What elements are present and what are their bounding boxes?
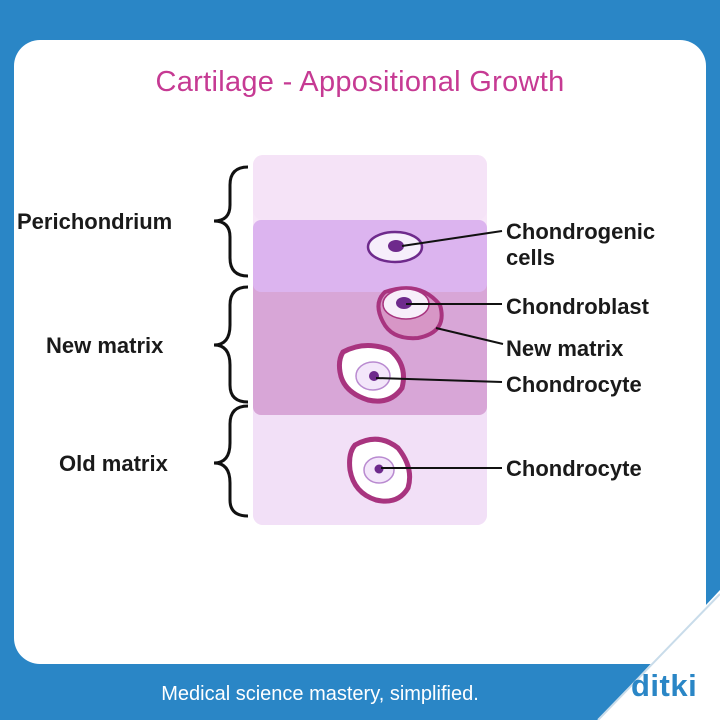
label-chondrocyte-1: Chondrocyte — [506, 372, 642, 397]
label-new-matrix-right: New matrix — [506, 336, 624, 361]
old-matrix-brace — [213, 404, 249, 518]
label-chondroblast: Chondroblast — [506, 294, 649, 319]
chondrocyte-1-nucleus — [369, 371, 379, 381]
perichondrium-brace — [213, 165, 249, 278]
label-chondrogenic-line1: Chondrogenic — [506, 219, 656, 244]
footer-tagline: Medical science mastery, simplified. — [161, 683, 479, 705]
top-lip — [253, 155, 487, 220]
ditki-logo[interactable]: ditki — [631, 668, 698, 703]
perichondrium-band — [253, 220, 487, 292]
label-perichondrium: Perichondrium — [17, 209, 173, 234]
label-old-matrix: Old matrix — [59, 451, 168, 476]
new-matrix-brace — [213, 285, 249, 404]
label-chondrocyte-2: Chondrocyte — [506, 456, 642, 481]
chondrocyte-1-leader — [375, 377, 503, 383]
new-matrix-leader — [435, 327, 504, 345]
corner-fold-edge — [597, 593, 720, 720]
chondrogenic-nucleus — [388, 240, 404, 252]
chondrocyte-2-nucleus — [374, 464, 384, 474]
chondrogenic-leader — [401, 230, 503, 247]
label-new-matrix-left: New matrix — [46, 333, 164, 358]
diagram-title: Cartilage - Appositional Growth — [155, 66, 565, 98]
chondroblast-nucleus — [396, 297, 412, 309]
label-chondrogenic-line2: cells — [506, 245, 555, 270]
